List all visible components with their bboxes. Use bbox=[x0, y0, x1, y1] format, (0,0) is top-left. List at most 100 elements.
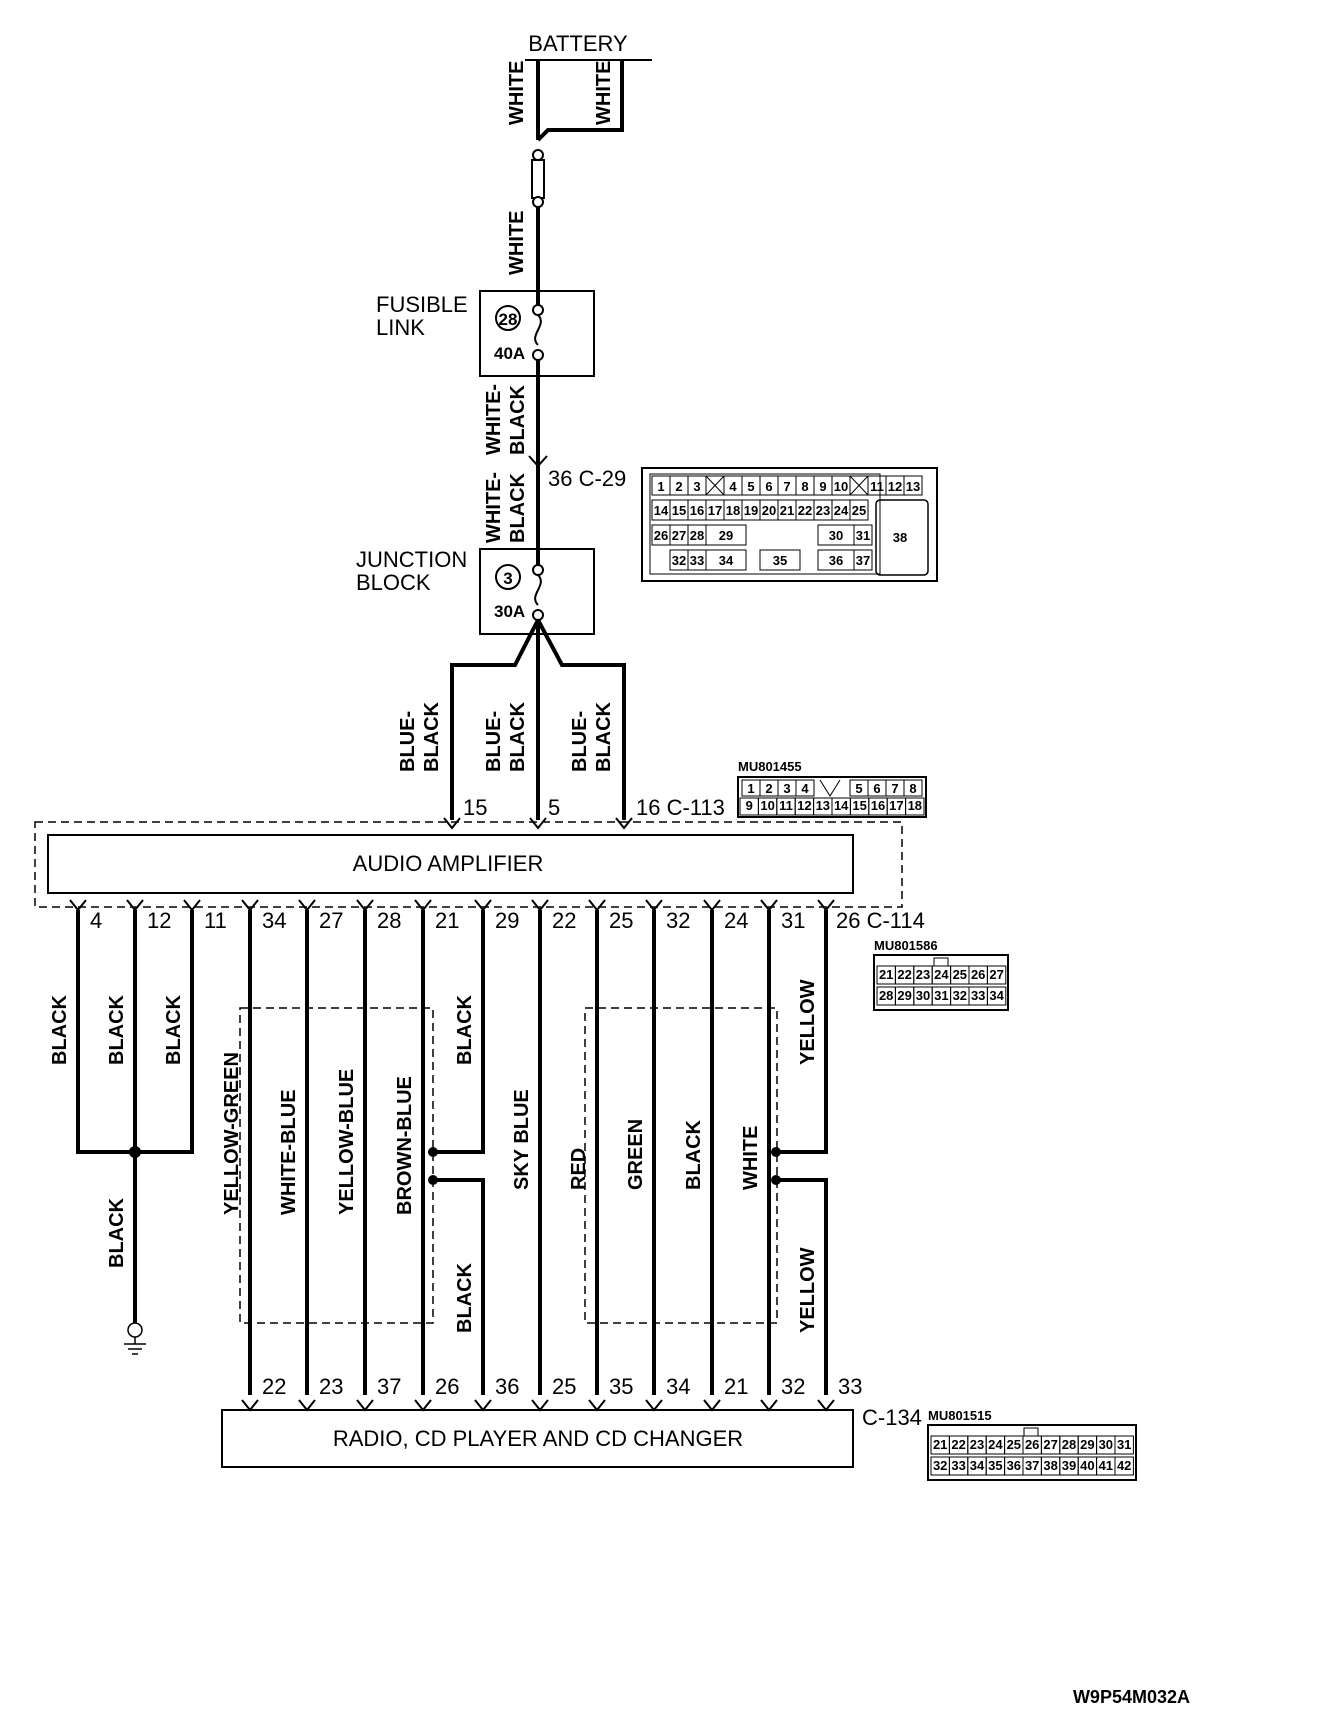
amp-output-pin-25: 25 bbox=[609, 908, 633, 933]
c29-cell-label-13: 13 bbox=[906, 479, 920, 494]
radio-pin-arrow-23 bbox=[298, 1399, 316, 1412]
audio-amplifier-dashed-border bbox=[34, 821, 903, 908]
amp-output-pin-21: 21 bbox=[435, 908, 459, 933]
c134-cell-label-21: 21 bbox=[933, 1437, 947, 1452]
c113-cell-label-9: 9 bbox=[746, 798, 753, 813]
c113-cell-label-18: 18 bbox=[908, 798, 922, 813]
c29-cell-31 bbox=[853, 524, 873, 546]
radio-pin-26: 26 bbox=[435, 1374, 459, 1399]
c29-cell-label-29: 29 bbox=[719, 528, 733, 543]
c113-cell-label-13: 13 bbox=[816, 798, 830, 813]
c134-cell-label-23: 23 bbox=[970, 1437, 984, 1452]
wire-label-blue-black-3a: BLUE- bbox=[569, 711, 591, 772]
c29-cell-label-25: 25 bbox=[852, 503, 866, 518]
c134-cell-label-25: 25 bbox=[1007, 1437, 1021, 1452]
c29-cell-label-32: 32 bbox=[672, 553, 686, 568]
wire-label-blue-black-2a: BLUE- bbox=[483, 711, 505, 772]
wire-label-white-black-1a: WHITE- bbox=[483, 384, 505, 455]
radio-pin-23: 23 bbox=[319, 1374, 343, 1399]
ground-icon bbox=[124, 1322, 146, 1355]
amp-output-pin-32: 32 bbox=[666, 908, 690, 933]
radio-pin-33: 33 bbox=[838, 1374, 862, 1399]
amp-input-pin-15: 15 bbox=[463, 795, 487, 820]
fusible-link-number-circle bbox=[495, 305, 521, 331]
amp-output-pin-12: 12 bbox=[147, 908, 171, 933]
c114-cell-27 bbox=[986, 965, 1007, 985]
c113-part-number: MU801455 bbox=[738, 759, 802, 774]
wire-label-white-black-1b: BLACK bbox=[507, 384, 529, 455]
splice-dot-21b bbox=[428, 1175, 438, 1185]
wire-black-36 bbox=[433, 1178, 485, 1395]
splice-dot-31b bbox=[771, 1175, 781, 1185]
c114-cell-label-24: 24 bbox=[934, 967, 949, 982]
amp-output-pin-11: 11 bbox=[204, 908, 227, 933]
c113-cell-label-5: 5 bbox=[855, 781, 862, 796]
c134-cell-label-28: 28 bbox=[1062, 1437, 1076, 1452]
c29-blank-mark bbox=[849, 475, 869, 496]
wire-label-white-black-2b: BLACK bbox=[507, 472, 529, 543]
amp-output-pin-22: 22 bbox=[552, 908, 576, 933]
c29-cell-label-7: 7 bbox=[783, 479, 790, 494]
amp-output-arrow-25 bbox=[588, 899, 606, 912]
c29-cell-label-19: 19 bbox=[744, 503, 758, 518]
c113-cell-label-14: 14 bbox=[834, 798, 849, 813]
splice-dot-31a bbox=[771, 1147, 781, 1157]
junction-block-number: 3 bbox=[503, 569, 512, 588]
c114-cell-label-21: 21 bbox=[879, 967, 893, 982]
radio-pin-arrow-35 bbox=[588, 1399, 606, 1412]
c29-cell-35 bbox=[759, 549, 801, 571]
c29-cell-label-24: 24 bbox=[834, 503, 849, 518]
fusible-link-terminal-bottom bbox=[532, 349, 544, 361]
radio-pin-25: 25 bbox=[552, 1374, 576, 1399]
amp-output-arrow-32 bbox=[645, 899, 663, 912]
c134-part-number: MU801515 bbox=[928, 1408, 992, 1423]
c113-cell-label-6: 6 bbox=[873, 781, 880, 796]
shield-group-left bbox=[239, 1007, 434, 1324]
c114-part-number: MU801586 bbox=[874, 938, 938, 953]
amp-output-pin-31: 31 bbox=[781, 908, 805, 933]
c29-cell-label-30: 30 bbox=[829, 528, 843, 543]
shield-group-right bbox=[584, 1007, 778, 1324]
c113-cell-label-16: 16 bbox=[871, 798, 885, 813]
c29-cell-label-8: 8 bbox=[801, 479, 808, 494]
c29-cell-label-37: 37 bbox=[856, 553, 870, 568]
c29-cell-label-12: 12 bbox=[888, 479, 902, 494]
c134-cell-31 bbox=[1114, 1435, 1134, 1455]
c114-cell-label-32: 32 bbox=[953, 988, 967, 1003]
c134-cell-label-38: 38 bbox=[1043, 1458, 1057, 1473]
radio-pin-35: 35 bbox=[609, 1374, 633, 1399]
c29-cell-label-35: 35 bbox=[773, 553, 787, 568]
c114-cell-label-31: 31 bbox=[934, 988, 948, 1003]
amp-output-arrow-11 bbox=[183, 899, 201, 912]
c29-cell-38: 38 bbox=[893, 530, 907, 545]
c29-cell-label-2: 2 bbox=[675, 479, 682, 494]
c29-blank-cavity bbox=[849, 475, 869, 496]
c113-cell-label-7: 7 bbox=[891, 781, 898, 796]
wire-label-white-black-2a: WHITE- bbox=[483, 472, 505, 543]
junction-block-terminal-bottom bbox=[532, 609, 544, 621]
c114-cell-34 bbox=[986, 986, 1007, 1006]
wire-label-green: GREEN bbox=[625, 1119, 647, 1190]
fusible-link-title-2: LINK bbox=[376, 315, 425, 340]
c114-cell-label-33: 33 bbox=[971, 988, 985, 1003]
wire-label-blue-black-3b: BLACK bbox=[593, 701, 615, 772]
battery-label: BATTERY bbox=[528, 31, 628, 56]
c29-cell-label-21: 21 bbox=[780, 503, 794, 518]
amp-input-pin-5: 5 bbox=[548, 795, 560, 820]
fusible-link-rating: 40A bbox=[494, 344, 525, 363]
amp-output-pin-29: 29 bbox=[495, 908, 519, 933]
c114-cell-label-27: 27 bbox=[989, 967, 1003, 982]
c134-cell-label-40: 40 bbox=[1080, 1458, 1094, 1473]
wire-label-white-3: WHITE bbox=[506, 211, 528, 275]
c134-cell-label-36: 36 bbox=[1007, 1458, 1021, 1473]
c113-cell-label-3: 3 bbox=[783, 781, 790, 796]
c29-cell-label-33: 33 bbox=[690, 553, 704, 568]
c134-cell-label-32: 32 bbox=[933, 1458, 947, 1473]
c134-cell-label-31: 31 bbox=[1117, 1437, 1131, 1452]
radio-pin-arrow-37 bbox=[356, 1399, 374, 1412]
c29-cell-label-18: 18 bbox=[726, 503, 740, 518]
radio-pin-arrow-26 bbox=[414, 1399, 432, 1412]
c113-cell-label-10: 10 bbox=[760, 798, 774, 813]
amp-input-arrow-16 bbox=[615, 817, 633, 830]
